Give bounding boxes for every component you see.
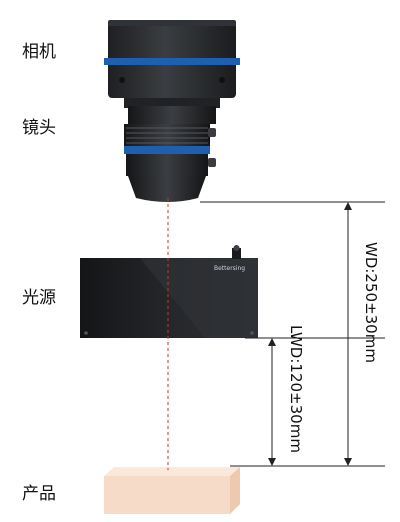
reference-lines [200,201,385,467]
light-source-label: 光源 [22,288,56,308]
lens-lock-screw [208,158,216,167]
camera [104,20,240,108]
light-connector [232,248,241,259]
lens-label: 镜头 [22,118,56,138]
lens-ring [128,106,216,124]
light-screw [84,331,88,335]
lens-aperture-ring [126,154,208,176]
camera-label: 相机 [22,42,56,62]
camera-blue-stripe [104,58,240,65]
wd-label: WD:250±30mm [362,242,380,363]
lwd-dimension-arrow [268,338,276,466]
light-screw [250,331,254,335]
light-source: Bettersing [80,245,258,338]
light-connector-cap [233,245,240,251]
product-front [104,476,230,514]
light-brand-text: Bettersing [214,265,245,272]
camera-screw [219,77,225,83]
lens [124,106,216,202]
lens-lock-screw [208,128,216,137]
lens-knurling [126,127,208,144]
product-label: 产品 [22,484,56,504]
wd-dimension-arrow [344,202,352,466]
product-side [230,467,240,514]
product [104,467,240,514]
lens-front [128,176,206,202]
lens-blue-stripe [124,146,210,154]
camera-mount [124,98,220,108]
light-face-shade [140,258,258,338]
lwd-label: LWD:120±30mm [287,325,305,453]
camera-screw [119,77,125,83]
camera-top-cap [108,20,236,26]
product-top [104,467,240,476]
lens-focus-ring [124,124,210,146]
